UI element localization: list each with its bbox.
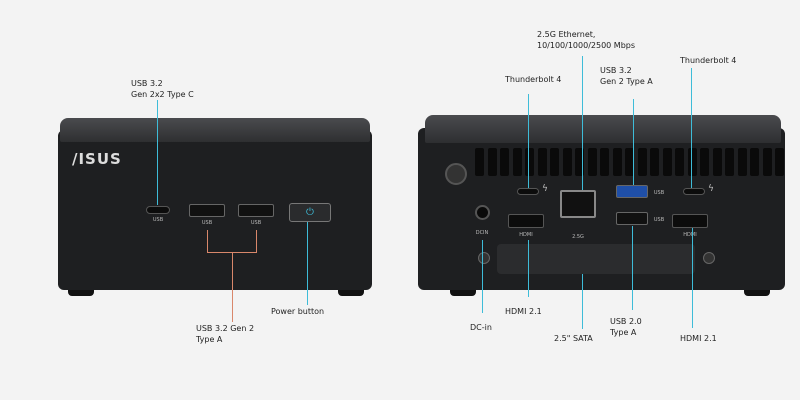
vent-slot (500, 148, 509, 176)
vent-slot (687, 148, 697, 176)
vent-slot (637, 148, 647, 176)
hdmi-port-left (508, 214, 544, 228)
vent-slot (550, 148, 559, 176)
ethernet-port (560, 190, 596, 218)
leader-line (633, 99, 634, 185)
leader-line (528, 240, 529, 297)
foot (338, 286, 364, 296)
leader-line (157, 100, 158, 205)
usb-a-mark: USB (201, 220, 213, 226)
lan-mark: 2.5G (572, 234, 584, 240)
label-hdmi-left: HDMI 2.1 (505, 307, 542, 316)
thunderbolt-icon: ϟ (708, 184, 714, 194)
vent-slot (650, 148, 659, 176)
usb-a-mark: USB (250, 220, 262, 226)
vent-slot (575, 148, 584, 176)
vent-slot (487, 148, 497, 176)
vent-slot (475, 148, 484, 176)
label-hdmi-right: HDMI 2.1 (680, 334, 717, 343)
back-top (425, 115, 781, 143)
leader-line (232, 252, 233, 322)
leader-line (482, 240, 483, 313)
thunderbolt-port-right (683, 188, 705, 195)
label-ethernet: 2.5G Ethernet, 10/100/1000/2500 Mbps (537, 30, 636, 50)
leader-line (256, 230, 257, 252)
vent-slot (625, 148, 634, 176)
label-usb32: USB 3.2 Gen 2 Type A (600, 66, 653, 86)
vent-slot (662, 148, 672, 176)
usb-mark: USB (653, 190, 665, 196)
hdmi-port-right (672, 214, 708, 228)
hdmi-mark: HDMI (683, 232, 697, 238)
foot (68, 286, 94, 296)
label-dc-in: DC-in (470, 323, 492, 332)
vent-slot (675, 148, 684, 176)
usb20-port (616, 212, 648, 225)
label-sata: 2.5" SATA (554, 334, 593, 343)
dcin-mark: DCIN (475, 230, 489, 236)
label-thunderbolt-left: Thunderbolt 4 (505, 75, 562, 84)
label-usb20: USB 2.0 Type A (610, 317, 642, 337)
label-power: Power button (271, 307, 325, 316)
asus-logo: /ISUS (72, 150, 122, 168)
vent-slot (612, 148, 622, 176)
vent-slot (762, 148, 772, 176)
vent-slot (587, 148, 597, 176)
thunderbolt-icon: ϟ (542, 184, 548, 194)
usb-mark: USB (653, 217, 665, 223)
leader-line (207, 230, 208, 252)
label-usb-a: USB 3.2 Gen 2 Type A (196, 324, 255, 344)
vent-slot (775, 148, 784, 176)
screw-icon (703, 252, 715, 264)
power-button: ⏻ (289, 203, 331, 222)
thunderbolt-port-left (517, 188, 539, 195)
vent-slot (512, 148, 522, 176)
vent-slot (737, 148, 747, 176)
front-top (60, 118, 370, 142)
leader-line (307, 222, 308, 305)
leader-line (582, 56, 583, 190)
vent-slot (537, 148, 547, 176)
foot (450, 286, 476, 296)
leader-line (632, 226, 633, 310)
leader-line (582, 274, 583, 329)
hdmi-mark: HDMI (519, 232, 533, 238)
usb-a-port-2 (238, 204, 274, 217)
usb-c-port (146, 206, 170, 214)
vent-slot (750, 148, 759, 176)
vent-slot (712, 148, 722, 176)
leader-line (528, 94, 529, 188)
usb-c-mark: USB (152, 217, 164, 223)
vent-slot (562, 148, 572, 176)
label-usb-c: USB 3.2 Gen 2x2 Type C (131, 79, 194, 99)
vent-slot (525, 148, 534, 176)
vent-slot (700, 148, 709, 176)
vent-slot (725, 148, 734, 176)
usb-a-port-1 (189, 204, 225, 217)
label-thunderbolt-right: Thunderbolt 4 (680, 56, 737, 65)
foot (744, 286, 770, 296)
screw-icon (478, 252, 490, 264)
sata-cover (497, 244, 695, 274)
leader-line (692, 228, 693, 328)
kensington-screw (445, 163, 467, 185)
vent-slot (600, 148, 609, 176)
dc-in-port (475, 205, 490, 220)
leader-line (691, 68, 692, 188)
usb32-port (616, 185, 648, 198)
